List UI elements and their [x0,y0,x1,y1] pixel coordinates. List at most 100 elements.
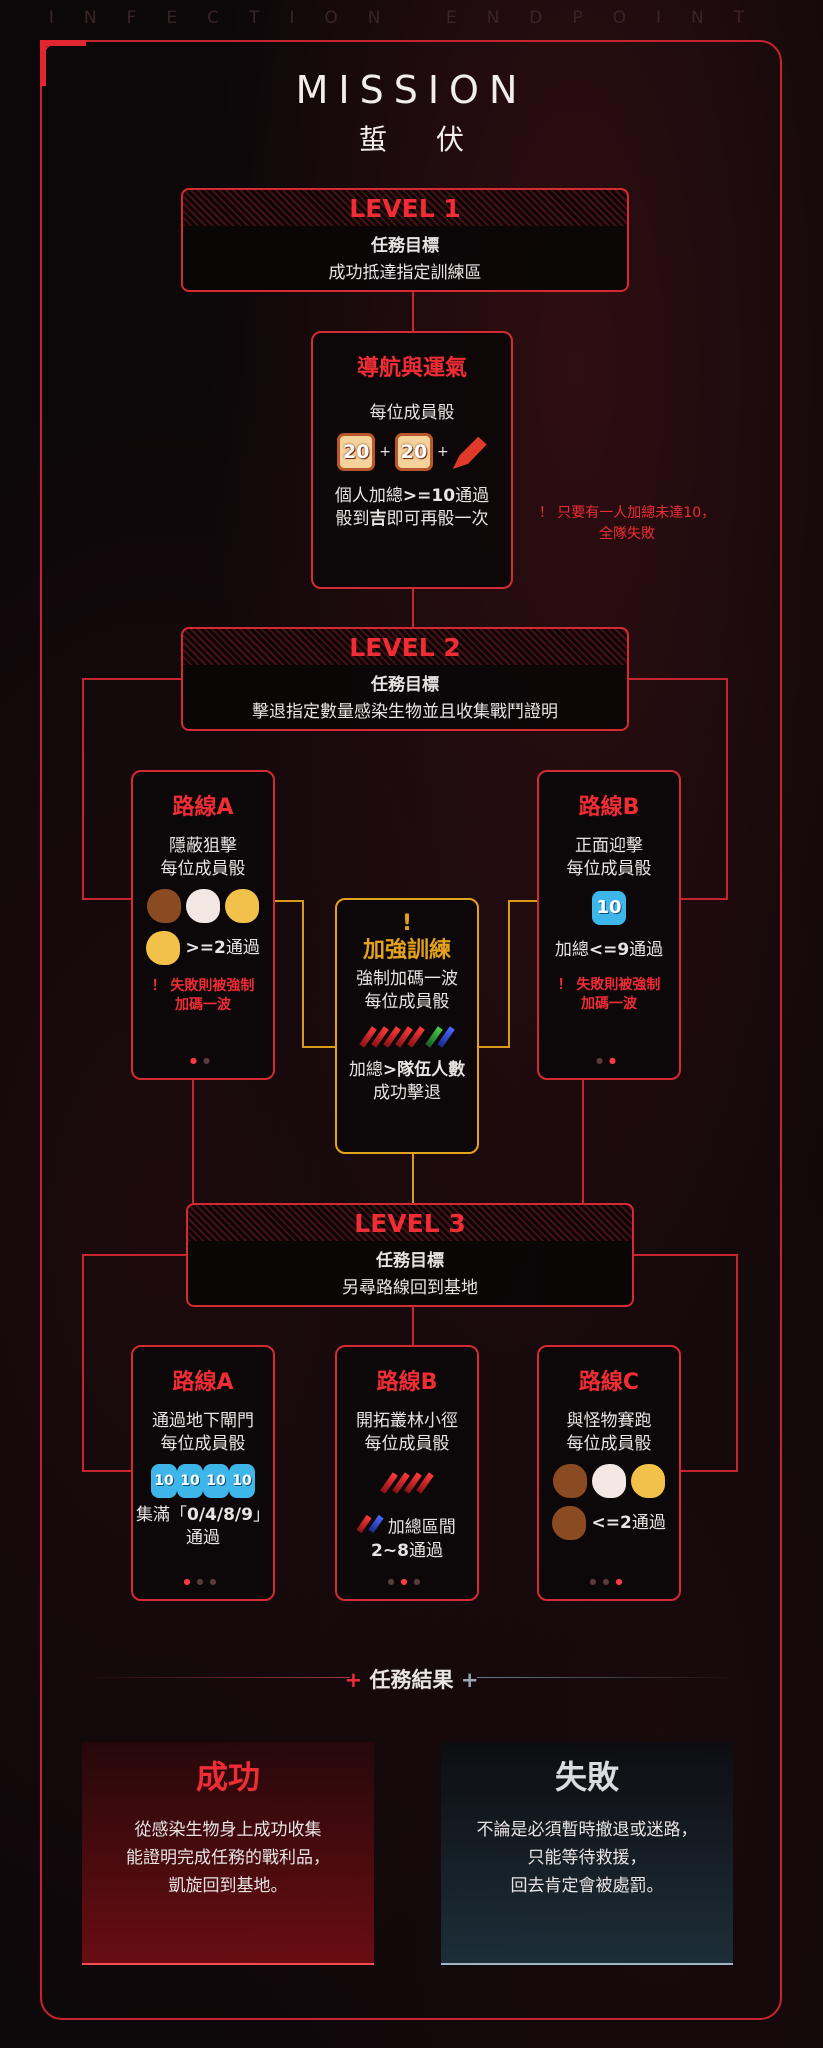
connector-line [302,1046,336,1048]
connector-line [302,900,304,1048]
training-line: 每位成員骰 [364,992,450,1012]
cond-text: 通過 [631,1513,666,1533]
warning-text: ！ 失敗則被強制 [557,977,661,993]
connector-line [82,678,182,680]
level2-objective: 擊退指定數量感染生物並且收集戰鬥證明 [252,702,558,722]
level3-route-b-card: 路線B 開拓叢林小徑 每位成員骰 加總區間 2~8通過 ●●● [335,1345,479,1601]
route-title: 路線B [376,1370,438,1395]
failure-line: 回去肯定會被處罰。 [510,1876,664,1896]
cond-value: 2~8 [371,1541,409,1561]
plus-sign: + [437,443,449,460]
route-line: 每位成員骰 [566,859,652,879]
rule-value: >隊伍人數 [382,1060,466,1080]
page-dots: ●●● [589,1577,629,1586]
rps-dice-row [539,1464,679,1498]
success-panel: 成功 從感染生物身上成功收集 能證明完成任務的戰利品， 凱旋回到基地。 [82,1742,374,1965]
cond-text: 通過 [186,1528,220,1548]
route-title: 路線C [578,1370,640,1395]
failure-title: 失敗 [554,1758,619,1796]
mission-subtitle: 蜇 伏 [359,123,464,156]
level1-objective-title: 任務目標 [371,236,439,256]
d10-dice-icon: 10 [151,1464,177,1498]
connector-line [508,900,538,902]
rock-hand-icon [552,1506,587,1540]
connector-line [82,1254,187,1256]
level2-label: LEVEL 2 [183,629,627,665]
cond-value: >=2 [185,938,226,958]
success-line: 能證明完成任務的戰利品， [126,1848,330,1868]
outer-frame [40,40,782,2020]
failure-panel: 失敗 不論是必須暫時撤退或迷路， 只能等待救援， 回去肯定會被處罰。 [441,1742,733,1965]
d10-dice-icon: 10 [203,1464,229,1498]
level2-route-b-card: 路線B 正面迎擊 每位成員骰 10 加總<=9通過 ！ 失敗則被強制 加碼一波 … [537,770,681,1080]
warning-text: ！ 只要有一人加總未達10， [538,505,716,521]
route-line: 開拓叢林小徑 [356,1411,458,1431]
connector-line [628,678,728,680]
scissors-hand-icon [186,889,220,923]
dice-row: 10 [539,891,679,925]
training-card: ! 加強訓練 強制加碼一波 每位成員骰 加總>隊伍人數 成功擊退 [335,898,479,1154]
connector-line [82,1254,84,1472]
training-line: 強制加碼一波 [356,969,458,989]
rock-hand-icon [146,889,181,923]
rule-text: 個人加總 [334,486,403,506]
cond-row: 加總<=9通過 [539,939,679,962]
success-line: 從感染生物身上成功收集 [134,1820,322,1840]
connector-line [632,1254,738,1256]
tagline: INFECTION ENDPOINT [48,8,775,28]
warning-text: 加碼一波 [581,996,637,1012]
rule-text: 加總 [348,1060,383,1080]
divider-line [82,1677,350,1678]
divider-line [477,1677,739,1678]
route-line: 每位成員骰 [160,859,246,879]
connector-line [412,1154,414,1204]
connector-line [508,900,510,1048]
warning-text: 全隊失敗 [599,526,655,542]
plus-icon: + [344,1668,363,1692]
route-line: 每位成員骰 [566,1434,652,1454]
rule-text: 成功擊退 [373,1083,441,1103]
cond-row: 集滿「0/4/8/9」 [133,1504,273,1527]
red-spears-dice-icon [380,1472,434,1501]
results-heading: + 任務結果 + [0,1664,823,1694]
rock-hand-icon [552,1464,587,1498]
route-line: 與怪物賽跑 [566,1411,652,1431]
connector-line [192,1080,194,1204]
cond-text: 通過 [629,940,664,960]
success-line: 凱旋回到基地。 [168,1876,288,1896]
failure-description: 不論是必須暫時撤退或迷路， 只能等待救援， 回去肯定會被處罰。 [441,1816,733,1900]
mixed-spears-icon [356,1514,384,1540]
success-description: 從感染生物身上成功收集 能證明完成任務的戰利品， 凱旋回到基地。 [82,1816,374,1900]
route-warning: ！ 失敗則被強制 加碼一波 [539,976,679,1014]
cond-value: 0/4/8/9 [187,1505,253,1525]
route-title: 路線A [172,1370,234,1395]
connector-line [726,678,728,900]
level1-label: LEVEL 1 [183,190,627,226]
navigation-luck-card: 導航與運氣 每位成員骰 20+20+ 個人加總>=10通過 骰到吉即可再骰一次 [311,331,513,589]
card-line: 每位成員骰 [369,403,455,423]
connector-line [478,1046,510,1048]
cond-row: 加總區間 [337,1514,477,1540]
d20-dice-icon: 20 [395,433,433,471]
card-title: 導航與運氣 [356,356,467,381]
paper-hand-icon [631,1464,666,1498]
rps-dice-row [133,889,273,923]
cond-text: 」 [252,1505,270,1525]
rule-line: 個人加總>=10通過 [313,485,511,508]
cond-text: 加總區間 [387,1517,456,1538]
d10-dice-icon: 10 [177,1464,203,1498]
warning-text: 加碼一波 [175,997,231,1013]
cond-text: 通過 [225,938,260,958]
paper-hand-icon [225,889,260,923]
connector-line [680,898,728,900]
mixed-spears-icon [424,1026,455,1055]
failure-line: 只能等待救援， [527,1848,647,1868]
failure-line: 不論是必須暫時撤退或迷路， [476,1820,698,1840]
level3-objective-title: 任務目標 [376,1251,444,1271]
connector-line [412,1306,414,1346]
d20-dice-icon: 20 [337,433,376,471]
page-dots: ●●● [387,1577,427,1586]
results-title: 任務結果 [369,1668,454,1692]
